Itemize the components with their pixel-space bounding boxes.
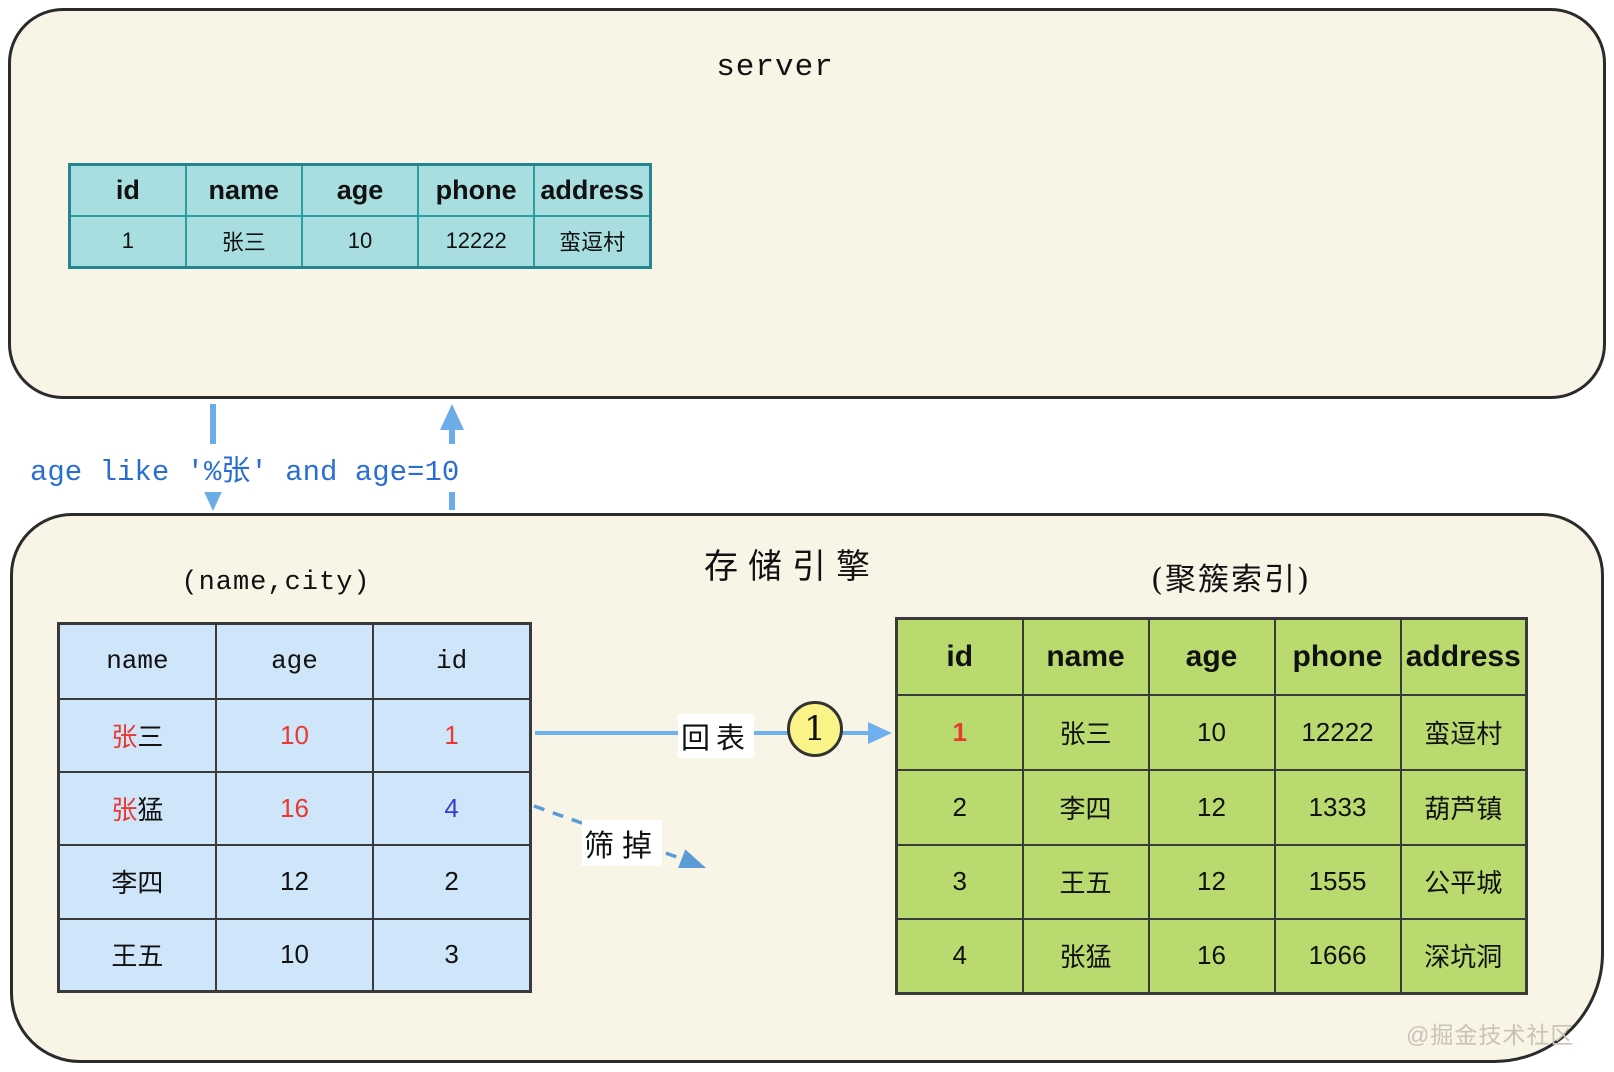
cell-phone: 1333 — [1273, 768, 1402, 846]
server-box-title: server — [716, 50, 834, 85]
cell-address: 蛮逗村 — [533, 214, 652, 269]
cell-name: 张猛 — [57, 770, 217, 846]
cell-id: 2 — [372, 843, 532, 920]
cell-name: 王五 — [1021, 843, 1150, 920]
table-row: 3 王五 12 1555 公平城 — [895, 843, 1528, 920]
cell-name: 张猛 — [1021, 917, 1150, 995]
table-header-row: name age id — [57, 622, 532, 700]
name-part: 三 — [137, 721, 164, 752]
cell-age: 16 — [214, 770, 375, 846]
cell-address: 蛮逗村 — [1399, 693, 1528, 771]
name-part: 李四 — [111, 868, 164, 898]
column-header: name — [1021, 617, 1150, 696]
column-header: name — [184, 163, 303, 217]
column-header: age — [214, 622, 375, 700]
cell-id: 1 — [895, 693, 1024, 771]
table-row: 2 李四 12 1333 葫芦镇 — [895, 768, 1528, 846]
cell-phone: 12222 — [1273, 693, 1402, 771]
name-part: 王五 — [111, 941, 164, 972]
cell-phone: 1666 — [1273, 917, 1402, 995]
cell-phone: 12222 — [417, 214, 536, 269]
table-row: 李四 12 2 — [57, 843, 532, 920]
cell-id: 3 — [895, 843, 1024, 920]
name-part: 猛 — [137, 794, 164, 825]
watermark: @掘金技术社区 — [1406, 1022, 1575, 1048]
cell-age: 12 — [1147, 768, 1276, 846]
cell-id: 3 — [372, 917, 532, 993]
column-header: address — [533, 163, 652, 217]
table-header-row: id name age phone address — [68, 163, 652, 217]
cell-name: 张三 — [1021, 693, 1150, 771]
column-header: age — [300, 163, 420, 217]
filter-out-label: 筛掉 — [582, 820, 662, 866]
cell-age: 10 — [214, 917, 375, 993]
column-header: id — [895, 617, 1024, 696]
table-row: 张三 10 1 — [57, 697, 532, 773]
cell-age: 10 — [1147, 693, 1276, 771]
table-row: 1 张三 10 12222 蛮逗村 — [68, 214, 652, 269]
clustered-index-table: id name age phone address 1 张三 10 12222 … — [895, 617, 1528, 995]
cell-age: 12 — [214, 843, 375, 920]
server-result-table: id name age phone address 1 张三 10 12222 … — [68, 163, 652, 269]
table-row: 王五 10 3 — [57, 917, 532, 993]
secondary-index-table: name age id 张三 10 1 张猛 16 4 李四 12 2 王五 1… — [57, 622, 532, 993]
table-row: 张猛 16 4 — [57, 770, 532, 846]
cell-id: 1 — [68, 214, 187, 269]
table-header-row: id name age phone address — [895, 617, 1528, 696]
column-header: address — [1399, 617, 1528, 696]
storage-engine-title: 存储引擎 — [704, 547, 880, 587]
cell-id: 2 — [895, 768, 1024, 846]
cell-age: 10 — [300, 214, 420, 269]
matched-name-part: 张 — [111, 721, 138, 752]
column-header: name — [57, 622, 217, 700]
cell-address: 公平城 — [1399, 843, 1528, 920]
cell-id: 4 — [372, 770, 532, 846]
table-row: 4 张猛 16 1666 深坑洞 — [895, 917, 1528, 995]
back-to-table-label: 回表 — [678, 714, 755, 758]
cell-address: 葫芦镇 — [1399, 768, 1528, 846]
step-1-badge: 1 — [787, 701, 843, 757]
table-row: 1 张三 10 12222 蛮逗村 — [895, 693, 1528, 771]
cell-age: 16 — [1147, 917, 1276, 995]
query-condition-label: age like '%张' and age=10 — [24, 444, 466, 492]
cell-name: 王五 — [57, 917, 217, 993]
clustered-index-title: (聚簇索引) — [1150, 562, 1312, 598]
cell-name: 李四 — [57, 843, 217, 920]
cell-age: 12 — [1147, 843, 1276, 920]
cell-name: 张三 — [184, 214, 303, 269]
cell-id: 4 — [895, 917, 1024, 995]
cell-id: 1 — [372, 697, 532, 773]
column-header: phone — [417, 163, 536, 217]
cell-phone: 1555 — [1273, 843, 1402, 920]
column-header: age — [1147, 617, 1276, 696]
column-header: phone — [1273, 617, 1402, 696]
matched-name-part: 张 — [111, 794, 138, 825]
cell-age: 10 — [214, 697, 375, 773]
column-header: id — [372, 622, 532, 700]
column-header: id — [68, 163, 187, 217]
secondary-index-title: (name,city) — [181, 568, 371, 598]
cell-address: 深坑洞 — [1399, 917, 1528, 995]
cell-name: 李四 — [1021, 768, 1150, 846]
cell-name: 张三 — [57, 697, 217, 773]
